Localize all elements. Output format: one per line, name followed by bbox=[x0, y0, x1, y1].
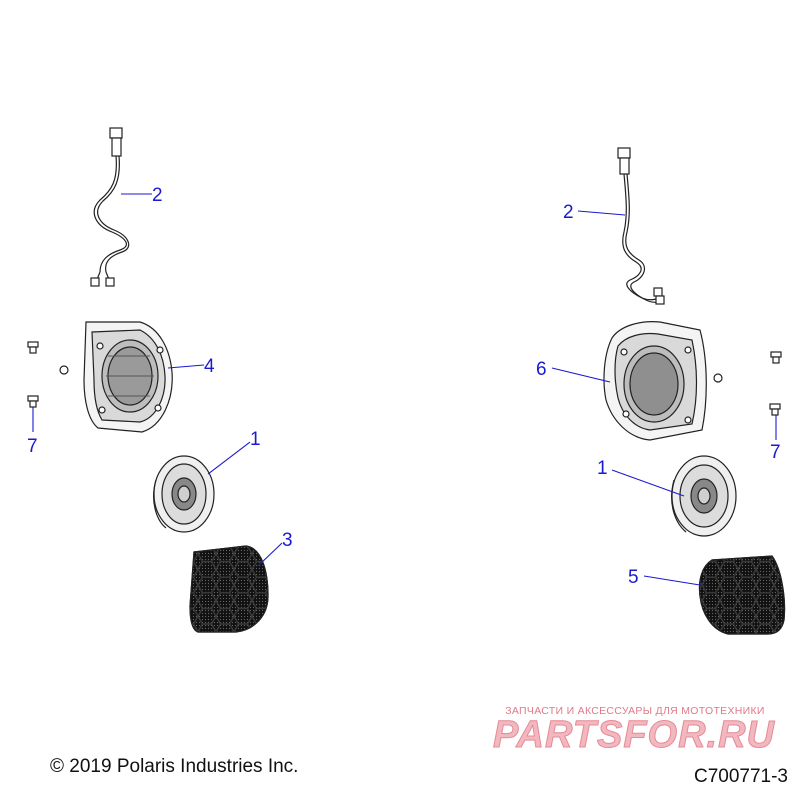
watermark-tagline: ЗАПЧАСТИ И АКСЕССУАРЫ ДЛЯ МОТОТЕХНИКИ bbox=[505, 705, 765, 717]
screw-left-top bbox=[27, 341, 39, 354]
nut-right bbox=[713, 373, 723, 383]
speaker-grille-right bbox=[698, 555, 786, 635]
callout-7-left: 7 bbox=[27, 436, 38, 457]
drawing-number: C700771-3 bbox=[693, 766, 788, 787]
speaker-enclosure-right bbox=[603, 321, 707, 441]
speaker-grille-left bbox=[189, 545, 269, 633]
leader-4 bbox=[167, 364, 205, 369]
wire-harness-left bbox=[90, 127, 130, 287]
screw-right-top bbox=[770, 351, 782, 364]
screw-left-bottom bbox=[27, 395, 39, 408]
callout-1-right: 1 bbox=[597, 458, 608, 479]
leader-3 bbox=[257, 542, 283, 567]
speaker-enclosure-left bbox=[83, 321, 173, 433]
nut-left bbox=[59, 365, 69, 375]
callout-2-left: 2 bbox=[152, 185, 163, 206]
callout-5: 5 bbox=[628, 567, 639, 588]
leader-1-left bbox=[207, 441, 251, 475]
callout-2-right: 2 bbox=[563, 202, 574, 223]
leader-5 bbox=[643, 575, 707, 587]
callout-7-right: 7 bbox=[770, 442, 781, 463]
callout-6: 6 bbox=[536, 359, 547, 380]
watermark-logo: PARTSFOR.RU bbox=[493, 714, 775, 757]
speaker-left bbox=[153, 455, 215, 533]
copyright-text: © 2019 Polaris Industries Inc. bbox=[50, 756, 299, 777]
screw-right-bottom bbox=[769, 403, 781, 416]
leader-2-right bbox=[577, 210, 626, 216]
callout-1-left: 1 bbox=[250, 429, 261, 450]
leader-1-right bbox=[611, 469, 685, 497]
wire-harness-right bbox=[617, 147, 665, 305]
speaker-right bbox=[671, 455, 737, 537]
callout-4: 4 bbox=[204, 356, 215, 377]
leader-6 bbox=[551, 367, 611, 383]
callout-3: 3 bbox=[282, 530, 293, 551]
